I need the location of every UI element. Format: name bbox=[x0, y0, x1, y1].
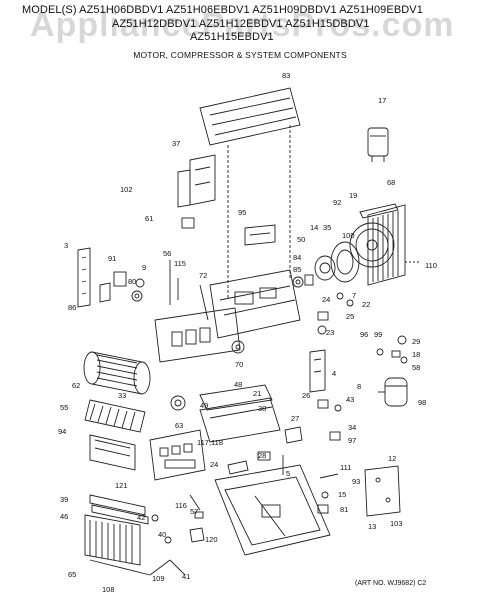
part-label: 25 bbox=[346, 312, 354, 321]
part-label: 116 bbox=[175, 501, 187, 510]
part-label: 57 bbox=[190, 507, 198, 516]
part-label: 93 bbox=[352, 477, 360, 486]
part-label: 65 bbox=[68, 570, 76, 579]
part-label: 80 bbox=[128, 277, 136, 286]
part-label: 121 bbox=[115, 481, 128, 490]
part-label: 12 bbox=[388, 454, 396, 463]
part-label: 98 bbox=[418, 398, 426, 407]
part-label: 117,118 bbox=[197, 438, 223, 447]
part-label: 72 bbox=[199, 271, 207, 280]
part-label: 108 bbox=[102, 585, 115, 594]
part-label: 14 bbox=[310, 223, 318, 232]
part-label: 21 bbox=[253, 389, 261, 398]
model-line-2: AZ51H12DBDV1 AZ51H12EBDV1 AZ51H15DBDV1 bbox=[112, 18, 370, 30]
part-label: 46 bbox=[60, 512, 68, 521]
part-label: 91 bbox=[108, 254, 116, 263]
part-label: 70 bbox=[235, 360, 243, 369]
model-line-3: AZ51H15EBDV1 bbox=[190, 31, 274, 43]
part-label: 5 bbox=[286, 469, 290, 478]
part-label: 103 bbox=[390, 519, 403, 528]
art-number-note: (ART NO. WJ9682) C2 bbox=[355, 580, 427, 587]
part-label: 4 bbox=[332, 369, 336, 378]
part-label: 41 bbox=[182, 572, 190, 581]
part-label: 38 bbox=[258, 404, 266, 413]
part-label: 15 bbox=[338, 490, 346, 499]
part-label: 94 bbox=[58, 427, 66, 436]
part-label: 22 bbox=[362, 300, 370, 309]
part-label: 7 bbox=[352, 291, 356, 300]
part-label: 29 bbox=[412, 337, 420, 346]
part-label: 24 bbox=[210, 460, 218, 469]
part-label: 110 bbox=[425, 261, 437, 270]
part-label: 61 bbox=[145, 214, 153, 223]
page-subtitle: MOTOR, COMPRESSOR & SYSTEM COMPONENTS bbox=[133, 50, 347, 60]
part-label: 35 bbox=[323, 223, 331, 232]
part-label: 34 bbox=[348, 423, 356, 432]
part-label: 102 bbox=[120, 185, 133, 194]
part-label: 27 bbox=[291, 414, 299, 423]
part-label: 26 bbox=[302, 391, 310, 400]
part-label: 49 bbox=[200, 401, 208, 410]
part-label: 85 bbox=[293, 265, 301, 274]
model-line-1: MODEL(S) AZ51H06DBDV1 AZ51H06EBDV1 AZ51H… bbox=[22, 4, 423, 16]
part-label: 13 bbox=[368, 522, 376, 531]
part-label: 23 bbox=[326, 328, 334, 337]
part-label: 28 bbox=[258, 451, 266, 460]
part-label: 3 bbox=[64, 241, 68, 250]
part-label: 50 bbox=[297, 235, 305, 244]
part-label: 97 bbox=[348, 436, 356, 445]
part-label: 100 bbox=[342, 231, 355, 240]
part-label: 33 bbox=[118, 391, 126, 400]
part-label: 39 bbox=[60, 495, 68, 504]
part-label: 68 bbox=[387, 178, 395, 187]
part-label: 19 bbox=[349, 191, 357, 200]
part-label: 111 bbox=[340, 463, 351, 472]
part-label: 40 bbox=[158, 530, 166, 539]
part-label: 55 bbox=[60, 403, 68, 412]
part-label: 62 bbox=[72, 381, 80, 390]
part-label: 96 bbox=[360, 330, 368, 339]
part-label: 8 bbox=[357, 382, 361, 391]
part-label: 99 bbox=[374, 330, 382, 339]
part-label: 84 bbox=[293, 253, 301, 262]
part-label: 109 bbox=[152, 574, 165, 583]
part-label: 58 bbox=[412, 363, 420, 372]
part-label: 24 bbox=[322, 295, 330, 304]
part-label: 83 bbox=[282, 71, 290, 80]
part-label: 92 bbox=[333, 198, 341, 207]
part-label: 81 bbox=[340, 505, 348, 514]
part-label: 42 bbox=[137, 513, 145, 522]
part-label: 95 bbox=[238, 208, 246, 217]
part-label: 120 bbox=[205, 535, 218, 544]
part-label: 56 bbox=[163, 249, 171, 258]
part-label: 9 bbox=[142, 263, 146, 272]
part-label: 37 bbox=[172, 139, 180, 148]
part-label: 63 bbox=[175, 421, 183, 430]
part-label: 115 bbox=[174, 259, 186, 268]
part-label: 18 bbox=[412, 350, 420, 359]
part-label: 17 bbox=[378, 96, 386, 105]
part-label: 48 bbox=[234, 380, 242, 389]
part-label: 43 bbox=[346, 395, 354, 404]
part-label: 86 bbox=[68, 303, 76, 312]
